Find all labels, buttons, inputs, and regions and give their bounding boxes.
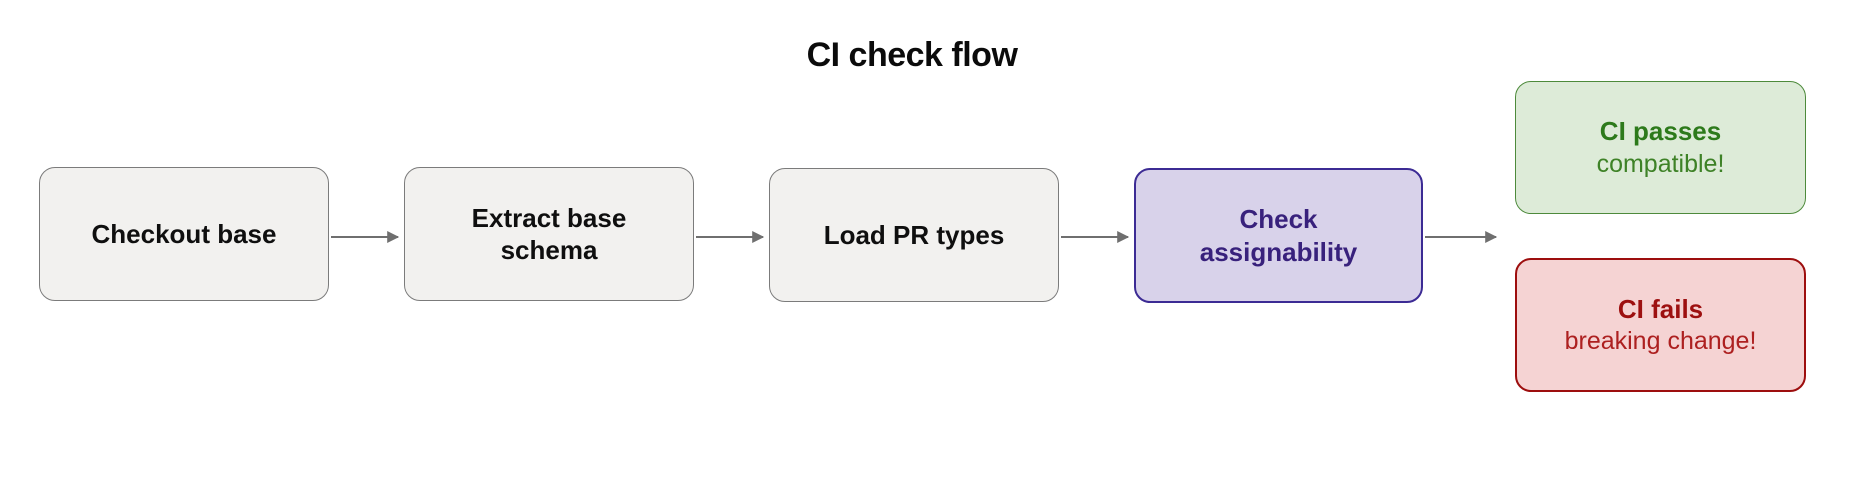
node-extract-base-schema: Extract base schema [404, 167, 694, 301]
node-ci-fails-sublabel: breaking change! [1564, 327, 1757, 355]
node-check-assignability: Check assignability [1134, 168, 1423, 303]
node-checkout-base-label: Checkout base [91, 218, 277, 249]
diagram-title: CI check flow [806, 36, 1018, 74]
node-load-pr-types-label: Load PR types [823, 219, 1005, 250]
node-load-pr-types: Load PR types [769, 168, 1059, 302]
node-checkout-base: Checkout base [39, 167, 329, 301]
node-ci-fails-label: CI fails [1617, 293, 1704, 324]
node-ci-fails: CI fails breaking change! [1515, 258, 1806, 392]
node-ci-passes: CI passes compatible! [1515, 81, 1806, 214]
node-ci-passes-label: CI passes [1599, 116, 1722, 146]
node-extract-base-schema-label: Extract base schema [471, 202, 627, 266]
node-check-assignability-label: Check assignability [1199, 204, 1358, 267]
node-ci-passes-sublabel: compatible! [1596, 149, 1725, 178]
